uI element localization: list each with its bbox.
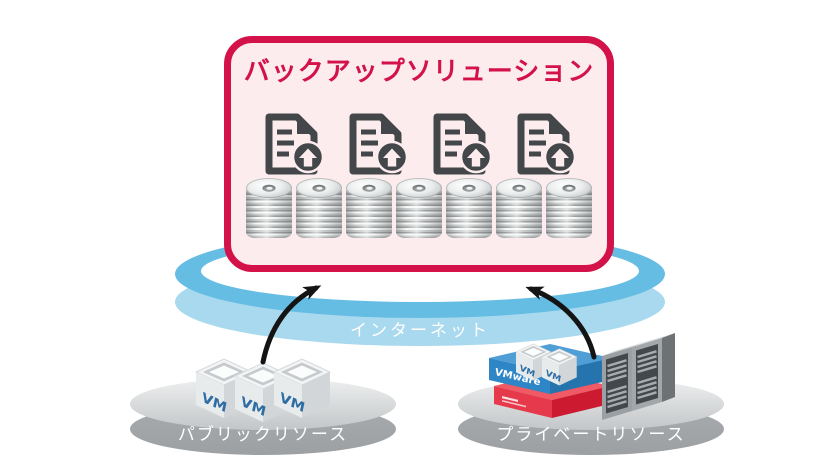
disk-icons-row <box>231 178 607 240</box>
disk-top <box>496 178 542 198</box>
storage-disk-icon <box>246 178 292 240</box>
disk-hole <box>362 184 376 192</box>
private-resources-label: プライベートリソース <box>496 425 686 445</box>
disk-top <box>246 178 292 198</box>
disk-hole <box>412 184 426 192</box>
storage-disk-icon <box>496 178 542 240</box>
server-rack-icon <box>632 333 675 411</box>
storage-disk-icon <box>296 178 342 240</box>
storage-disk-icon <box>346 178 392 240</box>
disk-hole <box>262 184 276 192</box>
storage-disk-icon <box>546 178 592 240</box>
disk-top <box>396 178 442 198</box>
disk-hole <box>562 184 576 192</box>
public-resources-label: パブリックリソース <box>177 425 349 445</box>
disk-top <box>296 178 342 198</box>
disk-hole <box>512 184 526 192</box>
disk-top <box>546 178 592 198</box>
backup-solution-title: バックアップソリューション <box>243 57 595 87</box>
storage-disk-icon <box>446 178 492 240</box>
vm-cube-icon: VM <box>194 358 254 418</box>
document-upload-icon <box>517 113 577 175</box>
backup-solution-box: バックアップソリューション <box>224 36 614 272</box>
internet-label: インターネット <box>350 321 490 341</box>
document-upload-icon <box>265 113 325 175</box>
private-resources-items: VMware VM VM <box>489 333 675 420</box>
storage-disk-icon <box>396 178 442 240</box>
disk-top <box>446 178 492 198</box>
document-upload-icon <box>349 113 409 175</box>
disk-top <box>346 178 392 198</box>
server-rack-icon <box>602 342 645 420</box>
disk-hole <box>462 184 476 192</box>
document-upload-icon <box>433 113 493 175</box>
document-icons-row <box>231 111 607 177</box>
disk-hole <box>312 184 326 192</box>
vm-cube-icon: VM <box>272 358 332 418</box>
